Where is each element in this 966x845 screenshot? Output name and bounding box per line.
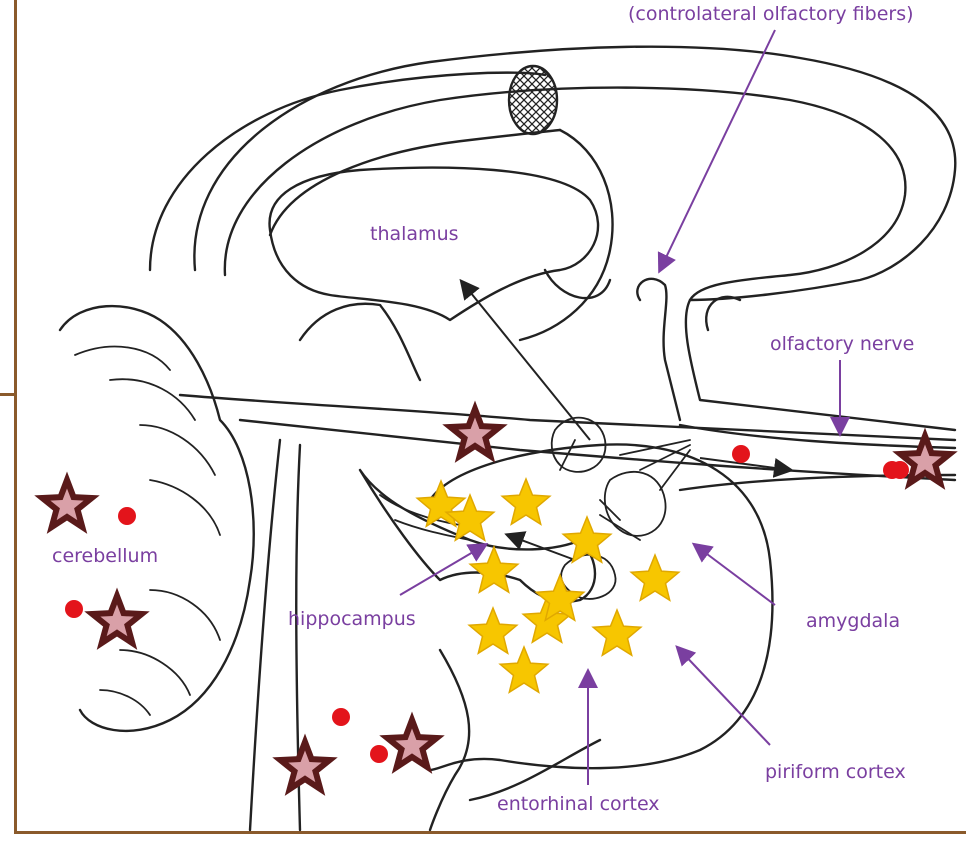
label-piriform-cortex: piriform cortex: [765, 761, 906, 783]
frame-bottom-border: [14, 831, 966, 834]
septal-curve: [545, 270, 610, 298]
amygdala-nucleus-2: [605, 472, 666, 536]
path-to-hippocampus-arrow: [508, 535, 575, 560]
red-dot-icon: [65, 600, 83, 618]
cerebellum-folia-3: [140, 425, 215, 475]
cerebellum-folia-6: [120, 650, 190, 695]
callosum-lower: [270, 130, 560, 235]
label-olfactory-nerve: olfactory nerve: [770, 333, 914, 355]
red-dot-icon: [370, 745, 388, 763]
label-entorhinal-cortex: entorhinal cortex: [497, 793, 660, 815]
frame-tick: [0, 393, 16, 396]
maroon-star-icon: [92, 596, 141, 643]
label-contralateral: (controlateral olfactory fibers): [628, 3, 914, 25]
frame-left-border: [14, 0, 17, 834]
cortex-outer-arc: [194, 47, 955, 430]
gold-star-icon: [631, 555, 679, 600]
gold-star-icon: [502, 479, 550, 524]
cerebellum-folia-4: [150, 480, 220, 535]
temporal-base: [470, 740, 600, 800]
gold-star-icon: [470, 547, 518, 592]
internal-pathways: [462, 282, 790, 560]
gold-star-icon: [593, 610, 641, 655]
brainstem-line-1: [250, 440, 280, 830]
maroon-star-icon: [387, 720, 436, 767]
contralateral-pointer: [660, 30, 775, 270]
gold-star-icon: [469, 608, 517, 653]
cerebellum-folia-5: [150, 590, 220, 640]
fornix-arc: [520, 130, 613, 340]
red-dot-icon: [118, 507, 136, 525]
cerebellum-folia-7: [100, 690, 150, 715]
anterior-hook-b: [706, 297, 740, 330]
label-amygdala: amygdala: [806, 610, 900, 632]
maroon-star-icon: [42, 480, 91, 527]
maroon-star-icon: [280, 742, 329, 789]
label-hippocampus: hippocampus: [288, 608, 416, 630]
red-dot-icon: [332, 708, 350, 726]
amygdala-pointer: [695, 545, 775, 605]
markers-layer: [42, 409, 949, 789]
hatched-commissure: [509, 66, 557, 134]
red-dot-icon: [891, 461, 909, 479]
hippocampus-pointer: [400, 545, 485, 595]
tract-lower: [240, 420, 955, 480]
brain-outline: [60, 47, 955, 830]
cerebellum-folia-2: [110, 379, 195, 420]
label-thalamus: thalamus: [370, 223, 459, 245]
cerebellum-outline: [60, 306, 254, 731]
red-dot-icon: [732, 445, 750, 463]
anterior-hook: [637, 279, 680, 420]
brainstem-left: [300, 304, 420, 380]
piriform-pointer: [678, 648, 770, 745]
label-cerebellum: cerebellum: [52, 545, 158, 567]
cerebellum-folia-1: [75, 347, 170, 370]
temporal-lobe: [430, 444, 772, 770]
